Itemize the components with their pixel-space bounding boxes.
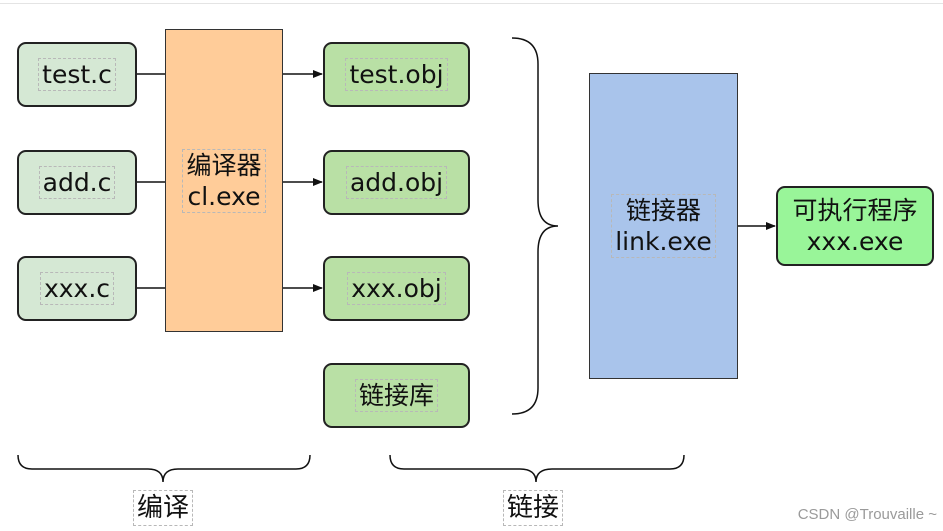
compiler-box: 编译器 cl.exe <box>165 29 283 332</box>
executable-box: 可执行程序 xxx.exe <box>776 186 934 266</box>
right-brace <box>511 37 559 415</box>
stage-label-link: 链接 <box>503 490 564 526</box>
object-file-label: add.obj <box>345 166 448 199</box>
object-file-xxx-obj: xxx.obj <box>323 256 470 321</box>
stage-label-compile: 编译 <box>133 490 194 526</box>
linker-exe: link.exe <box>615 227 712 256</box>
compiler-name: 编译器 <box>186 150 262 180</box>
linker-box: 链接器 link.exe <box>589 73 738 379</box>
source-file-label: add.c <box>38 166 116 199</box>
library-box: 链接库 <box>323 363 470 428</box>
source-file-label: test.c <box>38 58 116 91</box>
object-file-add-obj: add.obj <box>323 150 470 215</box>
bottom-brace-compile <box>17 454 311 483</box>
source-file-xxx-c: xxx.c <box>17 256 137 321</box>
linker-label: 链接器 link.exe <box>611 194 716 258</box>
executable-exe: xxx.exe <box>806 227 904 256</box>
library-label: 链接库 <box>354 379 438 412</box>
executable-label: 可执行程序 xxx.exe <box>789 195 920 257</box>
object-file-label: test.obj <box>345 58 448 91</box>
linker-name: 链接器 <box>625 196 701 225</box>
bottom-brace-link <box>389 454 685 483</box>
source-file-test-c: test.c <box>17 42 137 107</box>
compiler-exe: cl.exe <box>187 181 261 211</box>
source-file-label: xxx.c <box>39 272 115 305</box>
top-divider <box>0 3 943 4</box>
watermark: CSDN @Trouvaille ~ <box>797 506 937 523</box>
executable-name: 可执行程序 <box>792 196 918 225</box>
compiler-label: 编译器 cl.exe <box>182 148 266 213</box>
source-file-add-c: add.c <box>17 150 137 215</box>
object-file-label: xxx.obj <box>347 272 446 305</box>
object-file-test-obj: test.obj <box>323 42 470 107</box>
